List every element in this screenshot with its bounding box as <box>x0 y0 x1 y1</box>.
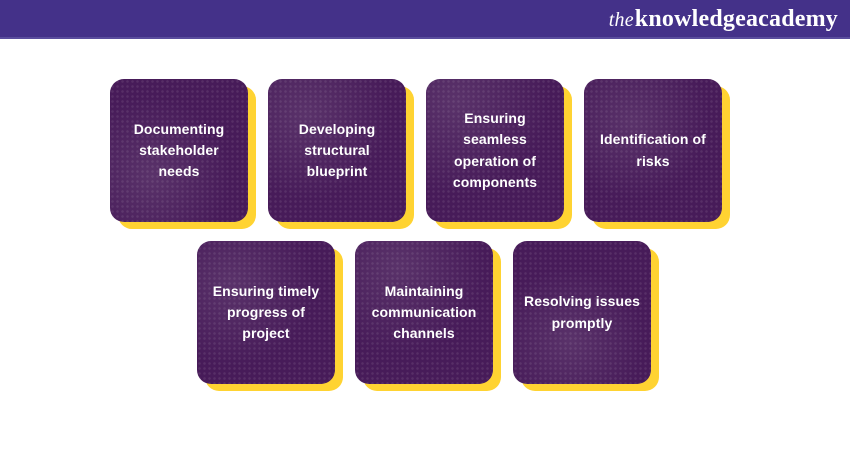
card-label: Developing structural blueprint <box>298 120 376 180</box>
card-maintaining-communication-channels: Maintaining communication channels <box>355 241 493 384</box>
card-label: Ensuring timely progress of project <box>212 282 320 342</box>
card-identification-of-risks: Identification of risks <box>584 79 722 222</box>
card-documenting-stakeholder-needs: Documenting stakeholder needs <box>110 79 248 222</box>
card-ensuring-timely-progress: Ensuring timely progress of project <box>197 241 335 384</box>
card-label: Identification of risks <box>600 131 706 169</box>
card-resolving-issues-promptly: Resolving issues promptly <box>513 241 651 384</box>
knowledge-academy-logo: theknowledgeacademy <box>609 7 838 31</box>
header-bar: theknowledgeacademy <box>0 0 850 39</box>
card-developing-structural-blueprint: Developing structural blueprint <box>268 79 406 222</box>
logo-name: knowledgeacademy <box>634 5 838 32</box>
logo-prefix: the <box>608 8 634 31</box>
card-label: Maintaining communication channels <box>371 282 477 342</box>
card-label: Ensuring seamless operation of component… <box>452 109 538 190</box>
card-ensuring-seamless-operation: Ensuring seamless operation of component… <box>426 79 564 222</box>
card-label: Resolving issues promptly <box>524 293 640 331</box>
card-label: Documenting stakeholder needs <box>133 120 225 180</box>
